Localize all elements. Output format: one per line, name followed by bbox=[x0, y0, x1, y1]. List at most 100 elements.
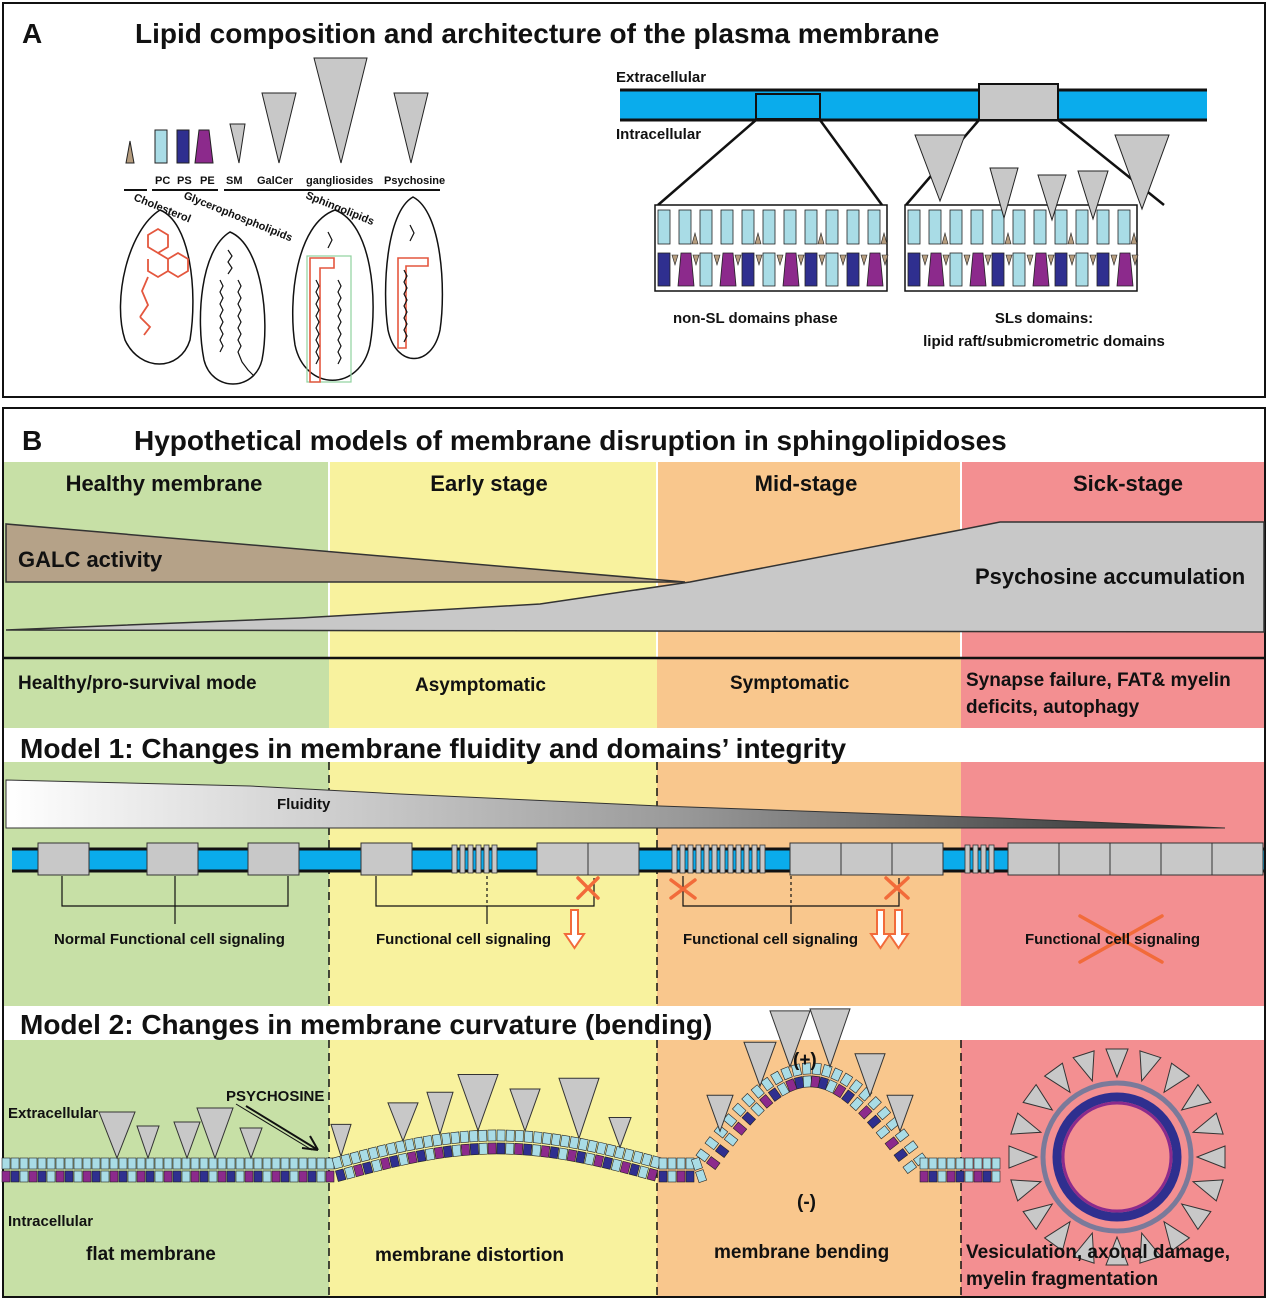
lipid-pair bbox=[226, 1157, 236, 1183]
lipid-pair bbox=[713, 1124, 739, 1147]
lipid-pair bbox=[637, 1152, 653, 1179]
glycerophospholipid-structure bbox=[199, 231, 266, 385]
lipid-label-pe: PE bbox=[200, 175, 215, 187]
lipid-cholesterol bbox=[942, 254, 950, 267]
pc-glyph bbox=[154, 129, 168, 164]
lipid-pair bbox=[431, 1133, 445, 1160]
sm-glyph bbox=[229, 123, 246, 164]
status-early: Asymptomatic bbox=[415, 675, 546, 696]
panel-a: A Lipid composition and architecture of … bbox=[2, 2, 1266, 398]
lipid-pair bbox=[127, 1157, 137, 1183]
sphingolipid-glyph bbox=[1163, 1220, 1191, 1252]
lipid-pc bbox=[825, 252, 839, 287]
sl-domain-block bbox=[360, 842, 413, 876]
lipid-pair bbox=[704, 1136, 730, 1159]
sphingolipid-glyph bbox=[1010, 1179, 1043, 1202]
lipid-cholesterol bbox=[797, 254, 805, 267]
panel-b: B Hypothetical models of membrane disrup… bbox=[1, 407, 1266, 1298]
lipid-pair bbox=[817, 1064, 833, 1091]
fragmented-domain bbox=[467, 844, 474, 874]
lipid-ps bbox=[907, 252, 921, 287]
psychosine-arrow-label: PSYCHOSINE bbox=[226, 1088, 324, 1105]
lipid-cholesterol bbox=[860, 254, 868, 267]
lipid-pair bbox=[280, 1157, 290, 1183]
lipid-pair bbox=[73, 1157, 83, 1183]
lipid-pe bbox=[969, 252, 987, 287]
lipid-pair bbox=[118, 1157, 128, 1183]
lipid-pair bbox=[235, 1157, 245, 1183]
down-arrow-icon bbox=[563, 909, 586, 950]
lipid-pair bbox=[262, 1157, 272, 1183]
sphingolipid-glyph bbox=[809, 1008, 851, 1069]
pe-glyph bbox=[194, 129, 214, 164]
sphingolipid-glyph bbox=[1180, 1203, 1212, 1231]
lipid-pair bbox=[750, 1084, 774, 1109]
lipid-pair bbox=[208, 1157, 218, 1183]
lipid-pc bbox=[1075, 252, 1089, 287]
sphingolipid-glyph bbox=[1022, 1083, 1054, 1111]
lipid-pair bbox=[801, 1062, 813, 1088]
lipid-pair bbox=[832, 1072, 854, 1099]
membrane-overview: Extracellular Intracellular non-SL domai… bbox=[616, 69, 1207, 350]
lipid-pe bbox=[866, 252, 884, 287]
vesicle-inner bbox=[1052, 1092, 1182, 1222]
lipid-pair bbox=[91, 1157, 101, 1183]
lipid-cholesterol bbox=[817, 231, 825, 245]
sl-domain-block bbox=[840, 842, 893, 876]
fragmented-domain bbox=[980, 844, 987, 874]
lipid-pc bbox=[846, 209, 860, 245]
psychosine-accumulation-label: Psychosine accumulation bbox=[975, 564, 1245, 589]
panel-a-title: Lipid composition and architecture of th… bbox=[135, 18, 939, 49]
lipid-pc bbox=[741, 209, 755, 245]
lipid-cholesterol bbox=[755, 254, 763, 267]
lipid-pair bbox=[770, 1070, 790, 1097]
sphingolipid-glyph bbox=[1139, 1050, 1162, 1083]
fragmented-domain bbox=[759, 844, 766, 874]
down-arrow-icon bbox=[869, 909, 892, 950]
lipid-pair bbox=[199, 1157, 209, 1183]
lipid-pair bbox=[531, 1131, 543, 1157]
lipid-pc bbox=[762, 252, 776, 287]
fragmented-domain bbox=[735, 844, 742, 874]
sphingolipid-glyph bbox=[1010, 1112, 1043, 1135]
disruption-x-mark bbox=[884, 876, 910, 900]
lipid-pair bbox=[760, 1076, 782, 1102]
lipid-cholesterol bbox=[1004, 231, 1012, 245]
lipid-cholesterol bbox=[1026, 254, 1034, 267]
lipid-pair bbox=[540, 1132, 552, 1158]
lipid-pc bbox=[720, 209, 734, 245]
lipid-pair bbox=[810, 1062, 822, 1089]
lipid-pair bbox=[667, 1157, 677, 1183]
lipid-cholesterol bbox=[1067, 231, 1075, 245]
lipid-cholesterol bbox=[692, 254, 700, 267]
lipid-pair bbox=[658, 1157, 668, 1183]
lipid-pair bbox=[395, 1140, 409, 1167]
vesicle-outer bbox=[1040, 1080, 1194, 1234]
lipid-pair bbox=[584, 1139, 598, 1166]
lipid-pc bbox=[1012, 252, 1026, 287]
sphingolipid-glyph bbox=[98, 1111, 136, 1160]
cholesterol-structure bbox=[119, 209, 194, 365]
lipid-label-sm: SM bbox=[226, 175, 243, 187]
lipid-pair bbox=[163, 1157, 173, 1183]
lipid-pc bbox=[804, 209, 818, 245]
fragmented-domain bbox=[679, 844, 686, 874]
down-arrow-icon bbox=[887, 909, 910, 950]
sphingolipid-glyph bbox=[886, 1094, 914, 1133]
sphingolipid-glyph bbox=[509, 1088, 541, 1133]
panel-a-letter: A bbox=[22, 18, 42, 49]
sl-domain-block bbox=[37, 842, 90, 876]
lipid-pair bbox=[893, 1140, 919, 1162]
model1-membrane bbox=[12, 842, 1264, 876]
signaling-mid: Functional cell signaling bbox=[683, 931, 858, 948]
caption-sick-line1: Vesiculation, axonal damage, bbox=[966, 1242, 1230, 1263]
lipid-cholesterol bbox=[776, 254, 784, 267]
lipid-pair bbox=[136, 1157, 146, 1183]
fragmented-domain bbox=[687, 844, 694, 874]
lipid-pair bbox=[349, 1151, 365, 1178]
lipid-cholesterol bbox=[963, 254, 971, 267]
fragmented-domain bbox=[727, 844, 734, 874]
galc-activity-label: GALC activity bbox=[18, 547, 163, 572]
lipid-pair bbox=[367, 1146, 383, 1173]
